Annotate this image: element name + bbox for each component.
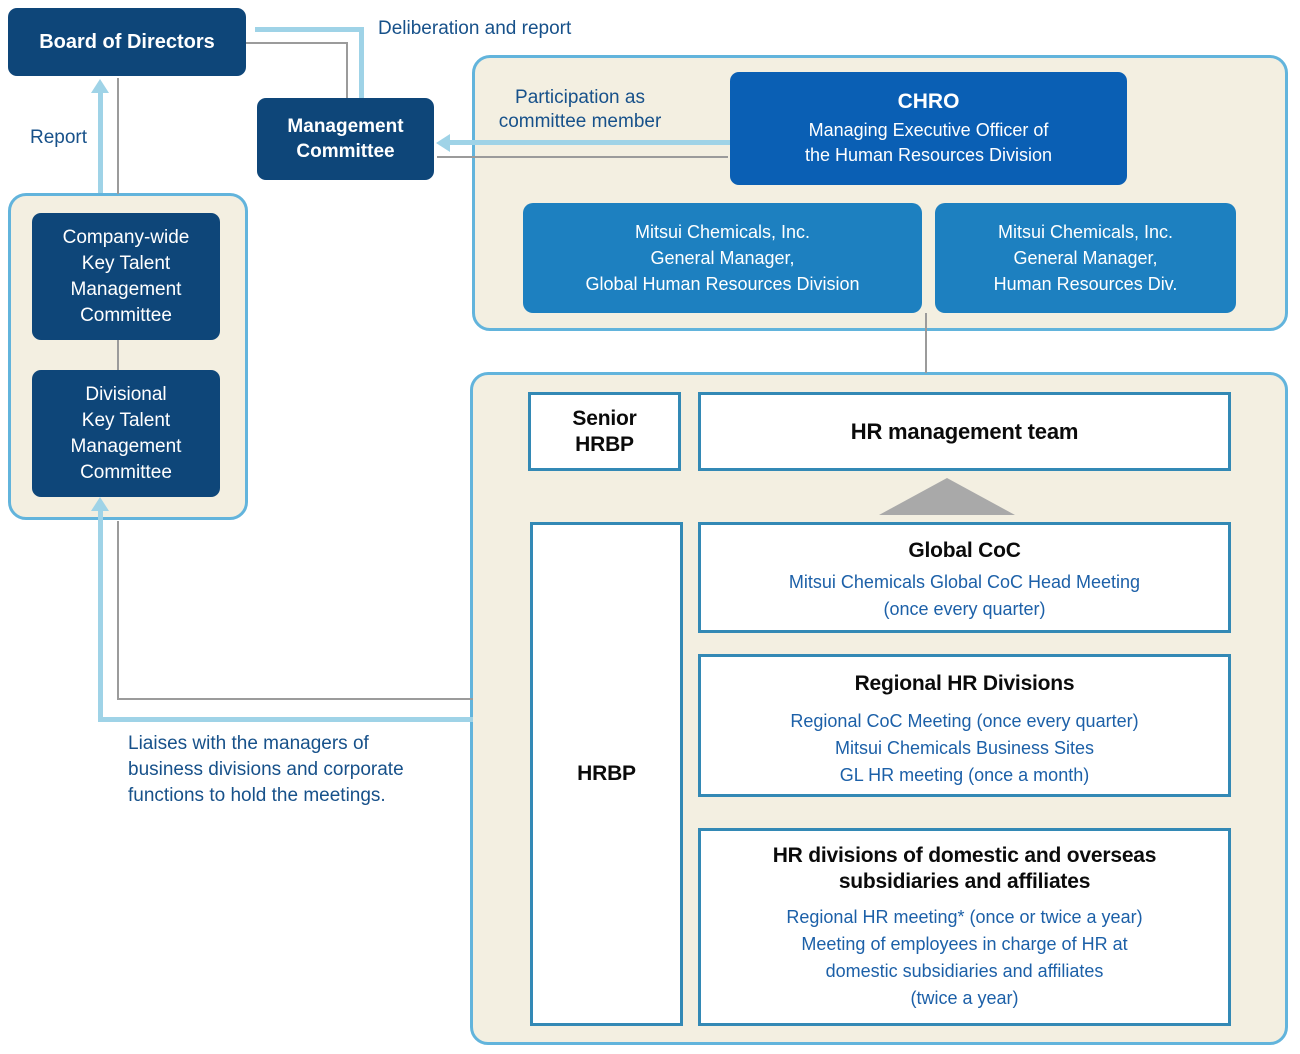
hrbp-box: HRBP [530,522,683,1026]
regional-hr-line1: Regional CoC Meeting (once every quarter… [790,711,1139,731]
report-label: Report [30,127,88,148]
liaison-gray-line-vertical [117,521,119,700]
board-of-directors-box: Board of Directors [8,8,246,76]
global-coc-body: Mitsui Chemicals Global CoC Head Meeting… [788,572,1141,619]
chro-title: CHRO [897,89,960,113]
chro-box: CHRO Managing Executive Officer of the H… [730,72,1127,185]
regional-hr-divisions-box: Regional HR Divisions Regional CoC Meeti… [698,654,1231,797]
gm-hr-div-box: Mitsui Chemicals, Inc. General Manager, … [935,203,1236,313]
gm-hr-div-label: Mitsui Chemicals, Inc. General Manager, … [993,222,1178,294]
regional-hr-title: Regional HR Divisions [854,672,1075,695]
participation-line [449,140,731,145]
hierarchy-triangle-icon [879,478,1015,515]
board-panel-gray-line [117,78,119,194]
company-wide-committee-box: Company-wide Key Talent Management Commi… [32,213,220,340]
divisional-committee-box: Divisional Key Talent Management Committ… [32,370,220,497]
participation-arrowhead-left-icon [436,134,450,152]
management-committee-box: Management Committee [257,98,434,180]
global-coc-box: Global CoC Mitsui Chemicals Global CoC H… [698,522,1231,633]
gm-global-hr-label: Mitsui Chemicals, Inc. General Manager, … [585,222,860,294]
liaison-line-horizontal [98,717,473,722]
management-committee-label: Management Committee [287,116,404,162]
board-of-directors-label: Board of Directors [39,30,215,53]
hr-divisions-line2: Meeting of employees in charge of HR at … [801,934,1128,1008]
liaison-gray-line-horizontal [117,698,473,700]
committee-link-gray-line [117,340,119,371]
panel-link-gray-line [925,313,927,373]
liaison-line-vertical [98,509,103,722]
hrbp-label: HRBP [577,762,636,785]
deliberation-line-horizontal [255,27,364,32]
report-arrowhead-up-icon [91,79,109,93]
regional-hr-line2: Mitsui Chemicals Business Sites GL HR me… [834,738,1095,785]
divisional-committee-label: Divisional Key Talent Management Committ… [70,383,182,483]
deliberation-line-vertical [359,27,364,98]
board-mgmt-gray-line-horizontal [246,42,348,44]
board-mgmt-gray-line-vertical [346,43,348,98]
hr-management-team-box: HR management team [698,392,1231,471]
senior-hrbp-label: Senior HRBP [572,406,637,456]
participation-label: Participation as committee member [498,87,662,132]
deliberation-and-report-label: Deliberation and report [378,18,572,39]
global-coc-title: Global CoC [908,539,1021,562]
hr-divisions-title: HR divisions of domestic and overseas su… [772,844,1157,893]
hr-management-team-label: HR management team [850,418,1079,444]
liaises-label: Liaises with the managers of business di… [128,733,404,806]
hr-divisions-line1: Regional HR meeting* (once or twice a ye… [786,907,1143,927]
report-line-vertical [98,91,103,193]
liaison-arrowhead-up-icon [91,497,109,511]
company-wide-committee-label: Company-wide Key Talent Management Commi… [62,226,190,326]
hr-divisions-subsidiaries-box: HR divisions of domestic and overseas su… [698,828,1231,1026]
chro-subtitle: Managing Executive Officer of the Human … [804,119,1053,165]
gm-global-hr-box: Mitsui Chemicals, Inc. General Manager, … [523,203,922,313]
senior-hrbp-box: Senior HRBP [528,392,681,471]
chro-mgmt-gray-line [437,156,728,158]
